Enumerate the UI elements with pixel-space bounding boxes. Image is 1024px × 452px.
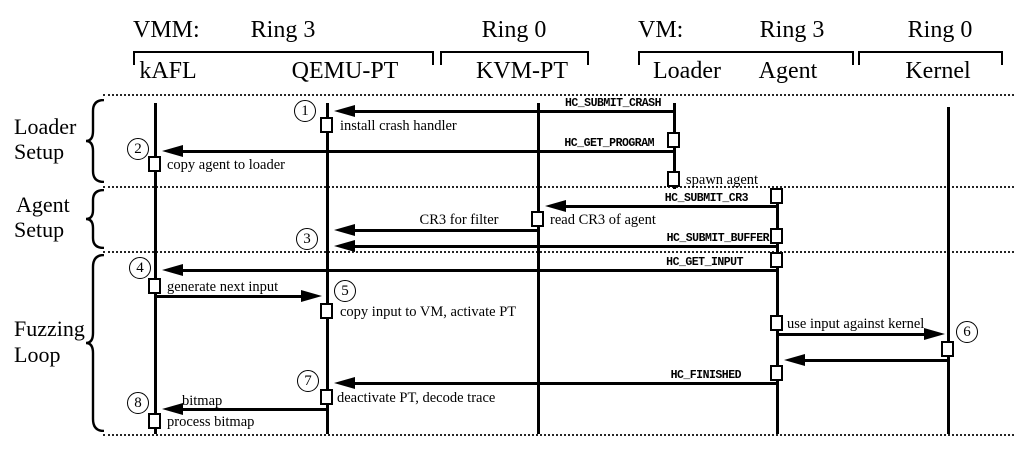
vmm-title: VMM:	[133, 17, 200, 43]
activation-kernel-execute	[941, 341, 954, 357]
copy-agent-to-loader-label: copy agent to loader	[167, 157, 285, 173]
activation-kafl-generate-input	[148, 278, 161, 294]
lifeline-label-agent: Agent	[758, 58, 818, 84]
lifeline-kernel	[946, 107, 950, 434]
lifeline-label-qemu-pt: QEMU-PT	[291, 58, 399, 84]
arrowhead-cr3-for-filter	[334, 223, 355, 236]
arrow-cr3-for-filter	[352, 229, 538, 232]
spawn-agent-label: spawn agent	[686, 172, 759, 188]
fuzzing-loop-brace	[85, 254, 105, 432]
activation-kvm-read-cr3	[531, 211, 544, 227]
lifeline-agent	[775, 188, 779, 434]
hc-get-program-label: HC_GET_PROGRAM	[564, 137, 654, 150]
activation-agent-submit-cr3	[770, 188, 783, 204]
arrowhead-input-to-qemu	[301, 289, 322, 302]
lifeline-kafl	[153, 103, 157, 434]
section-divider	[103, 186, 1014, 188]
arrow-hc-submit-buffer	[352, 245, 777, 248]
lifeline-label-kernel: Kernel	[905, 58, 971, 84]
step-circle-7: 7	[297, 370, 319, 392]
arrow-hc-get-input	[180, 269, 777, 272]
arrowhead-hc-submit-buffer	[334, 239, 355, 252]
read-cr3-of-agent-label: read CR3 of agent	[550, 212, 656, 228]
arrowhead-input-to-kernel	[924, 327, 945, 340]
step-circle-6: 6	[956, 321, 978, 343]
lifeline-qemu-pt	[325, 103, 329, 434]
install-crash-handler-label: install crash handler	[340, 118, 457, 134]
vm-ring3-bracket	[638, 51, 854, 65]
vm-ring0-bracket	[858, 51, 1003, 65]
loader-setup-brace	[85, 99, 105, 183]
section-label-agent-setup-line1: Agent	[16, 192, 70, 217]
section-label-fuzzing-loop-line2: Loop	[14, 342, 61, 367]
section-divider	[103, 94, 1014, 96]
lifeline-label-kvm-pt: KVM-PT	[475, 58, 569, 84]
vm-ring0-label: Ring 0	[907, 17, 973, 43]
arrow-hc-finished	[352, 382, 777, 385]
hc-submit-crash-label: HC_SUBMIT_CRASH	[564, 97, 662, 110]
agent-setup-brace	[85, 189, 105, 249]
bitmap-label: bitmap	[182, 393, 223, 409]
arrow-hc-get-program	[180, 150, 674, 153]
vmm-ring3-bracket	[133, 51, 434, 65]
arrow-input-to-kernel	[779, 333, 926, 336]
activation-agent-submit-buffer	[770, 228, 783, 244]
hc-submit-cr3-label: HC_SUBMIT_CR3	[664, 192, 749, 205]
activation-agent-finished	[770, 365, 783, 381]
activation-qemu-deactivate-pt	[320, 389, 333, 405]
arrowhead-hc-get-input	[162, 263, 183, 276]
activation-agent-get-input	[770, 252, 783, 268]
step-circle-4: 4	[129, 257, 151, 279]
activation-kafl-process-bitmap	[148, 413, 161, 429]
hc-submit-buffer-label: HC_SUBMIT_BUFFER	[666, 232, 770, 245]
cr3-for-filter-label: CR3 for filter	[419, 212, 499, 228]
activation-loader-get-program	[667, 132, 680, 148]
vmm-ring3-label: Ring 3	[250, 17, 316, 43]
vm-title: VM:	[638, 17, 684, 43]
step-circle-5: 5	[334, 280, 356, 302]
arrowhead-hc-submit-cr3	[545, 199, 566, 212]
lifeline-kvm-pt	[536, 103, 540, 434]
vmm-ring0-label: Ring 0	[481, 17, 547, 43]
activation-loader-spawn-agent	[667, 171, 680, 187]
vm-ring3-label: Ring 3	[759, 17, 825, 43]
arrow-input-to-qemu	[156, 295, 303, 298]
section-divider	[103, 251, 1014, 253]
activation-qemu-copy-input	[320, 303, 333, 319]
arrow-bitmap	[180, 408, 326, 411]
step-circle-1: 1	[294, 100, 316, 122]
section-label-loader-setup-line1: Loader	[14, 114, 77, 139]
arrow-kernel-return	[802, 359, 947, 362]
hc-finished-label: HC_FINISHED	[670, 369, 742, 382]
generate-next-input-label: generate next input	[167, 279, 279, 295]
activation-kafl-copy-agent	[148, 156, 161, 172]
arrow-hc-submit-cr3	[563, 205, 777, 208]
activation-agent-use-input	[770, 315, 783, 331]
section-label-agent-setup-line2: Setup	[14, 217, 65, 242]
section-divider	[103, 434, 1014, 436]
arrowhead-hc-finished	[334, 376, 355, 389]
section-label-fuzzing-loop-line1: Fuzzing	[14, 316, 85, 341]
activation-qemu-install-crash-handler	[320, 117, 333, 133]
lifeline-label-loader: Loader	[653, 58, 721, 84]
use-input-against-kernel-label: use input against kernel	[787, 316, 925, 332]
arrowhead-hc-get-program	[162, 144, 183, 157]
lifeline-label-kafl: kAFL	[139, 58, 197, 84]
step-circle-8: 8	[127, 392, 149, 414]
step-circle-3: 3	[296, 228, 318, 250]
process-bitmap-label: process bitmap	[167, 414, 255, 430]
arrowhead-hc-submit-crash	[334, 104, 355, 117]
step-circle-2: 2	[127, 138, 149, 160]
copy-input-to-vm-label: copy input to VM, activate PT	[340, 304, 517, 320]
section-label-loader-setup-line2: Setup	[14, 139, 65, 164]
arrowhead-kernel-return	[784, 353, 805, 366]
arrowhead-bitmap	[162, 402, 183, 415]
deactivate-pt-decode-trace-label: deactivate PT, decode trace	[337, 390, 496, 406]
arrow-hc-submit-crash	[352, 110, 674, 113]
vmm-ring0-bracket	[440, 51, 589, 65]
hc-get-input-label: HC_GET_INPUT	[666, 256, 743, 269]
